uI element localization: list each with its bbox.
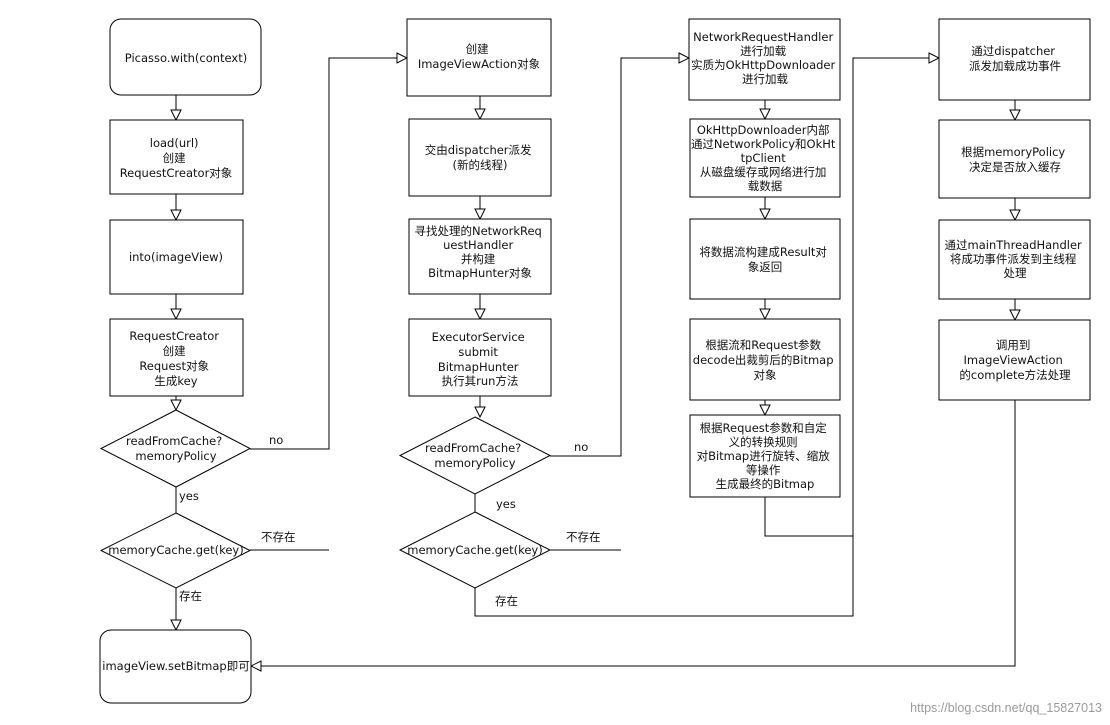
edge-transform-to-success xyxy=(764,497,853,537)
node-memget1-shape xyxy=(99,512,252,589)
node-action-shape xyxy=(406,18,552,97)
node-okhttp-label: OkHttpDownloader内部 通过NetworkPolicy和OkHt … xyxy=(691,123,839,193)
edge-label-yes-2: yes xyxy=(496,497,516,511)
edge-readcache2-no xyxy=(550,58,689,457)
node-readcache2-label: readFromCache? memoryPolicy xyxy=(425,441,525,470)
node-readcache1-shape xyxy=(99,409,252,488)
node-memget1-label: memoryCache.get(key) xyxy=(108,543,243,557)
node-mempolicy-shape xyxy=(938,119,1091,199)
node-nrh-label: NetworkRequestHandler 进行加载 实质为OkHttpDown… xyxy=(691,30,839,86)
node-mainhandler-label: 通过mainThreadHandler 将成功事件派发到主线程 处理 xyxy=(945,238,1086,280)
node-decode-label: 根据流和Request参数 decode出裁剪后的Bitmap 对象 xyxy=(693,338,837,382)
node-start-label: Picasso.with(context) xyxy=(125,51,247,65)
node-load-shape xyxy=(109,119,244,195)
node-complete-label: 调用到 ImageViewAction 的complete方法处理 xyxy=(959,338,1071,382)
node-success-shape xyxy=(938,18,1091,101)
node-success-label: 通过dispatcher 派发加载成功事件 xyxy=(969,44,1061,73)
node-memget2-shape xyxy=(398,511,552,589)
node-dispatch-shape xyxy=(408,118,552,197)
edge-labels: no yes 不存在 存在 no yes 不存在 存在 xyxy=(179,433,601,608)
node-end-shape xyxy=(99,629,252,704)
connectors xyxy=(176,58,1015,666)
node-nrh-shape xyxy=(688,18,841,101)
node-into-label: into(imageView) xyxy=(129,250,223,264)
node-executor-label: ExecutorService submit BitmapHunter 执行其r… xyxy=(432,330,529,388)
edge-label-not-exist-2: 不存在 xyxy=(566,530,601,544)
node-complete-shape xyxy=(938,319,1091,401)
edge-label-exist-1: 存在 xyxy=(179,589,202,603)
node-okhttp-shape xyxy=(689,118,841,198)
watermark-text: https://blog.csdn.net/qq_15827013 xyxy=(910,701,1102,715)
node-readcache1-label: readFromCache? memoryPolicy xyxy=(126,434,226,463)
node-readcache2-shape xyxy=(398,416,552,495)
node-hunter-shape xyxy=(408,218,552,295)
edge-label-not-exist-1: 不存在 xyxy=(261,530,296,544)
node-mainhandler-shape xyxy=(938,219,1091,300)
node-labels: Picasso.with(context) load(url) 创建 Reque… xyxy=(102,30,1086,673)
edge-readcache1-no xyxy=(250,58,407,450)
node-hunter-label: 寻找处理的NetworkReq uestHandler 并构建 BitmapHu… xyxy=(414,224,545,280)
node-transform-shape xyxy=(689,414,841,498)
node-into-shape xyxy=(109,219,244,295)
edge-label-no-2: no xyxy=(574,440,588,454)
node-memget2-label: memoryCache.get(key) xyxy=(407,543,542,557)
node-transform-label: 根据Request参数和自定 义的转换规则 对Bitmap进行旋转、缩放 等操作… xyxy=(697,421,834,491)
node-decode-shape xyxy=(689,318,841,401)
edge-complete-to-end xyxy=(251,400,1016,666)
node-creator-shape xyxy=(109,318,244,397)
node-result-shape xyxy=(689,218,841,300)
node-executor-shape xyxy=(408,318,552,397)
edge-label-yes-1: yes xyxy=(179,489,199,503)
node-dispatch-label: 交由dispatcher派发 (新的线程) xyxy=(425,143,535,172)
shapes xyxy=(99,18,1091,704)
node-action-label: 创建 ImageViewAction对象 xyxy=(418,42,540,71)
edge-memget2-exist xyxy=(474,58,939,617)
node-result-label: 将数据流构建成Result对 象返回 xyxy=(699,245,830,274)
node-end-label: imageView.setBitmap即可 xyxy=(102,659,249,673)
edge-label-no-1: no xyxy=(269,433,283,447)
node-creator-label: RequestCreator 创建 Request对象 生成key xyxy=(129,329,222,388)
edge-label-exist-2: 存在 xyxy=(495,594,518,608)
node-load-label: load(url) 创建 RequestCreator对象 xyxy=(120,136,233,180)
node-mempolicy-label: 根据memoryPolicy 决定是否放入缓存 xyxy=(961,145,1069,174)
node-start-shape xyxy=(109,18,262,96)
